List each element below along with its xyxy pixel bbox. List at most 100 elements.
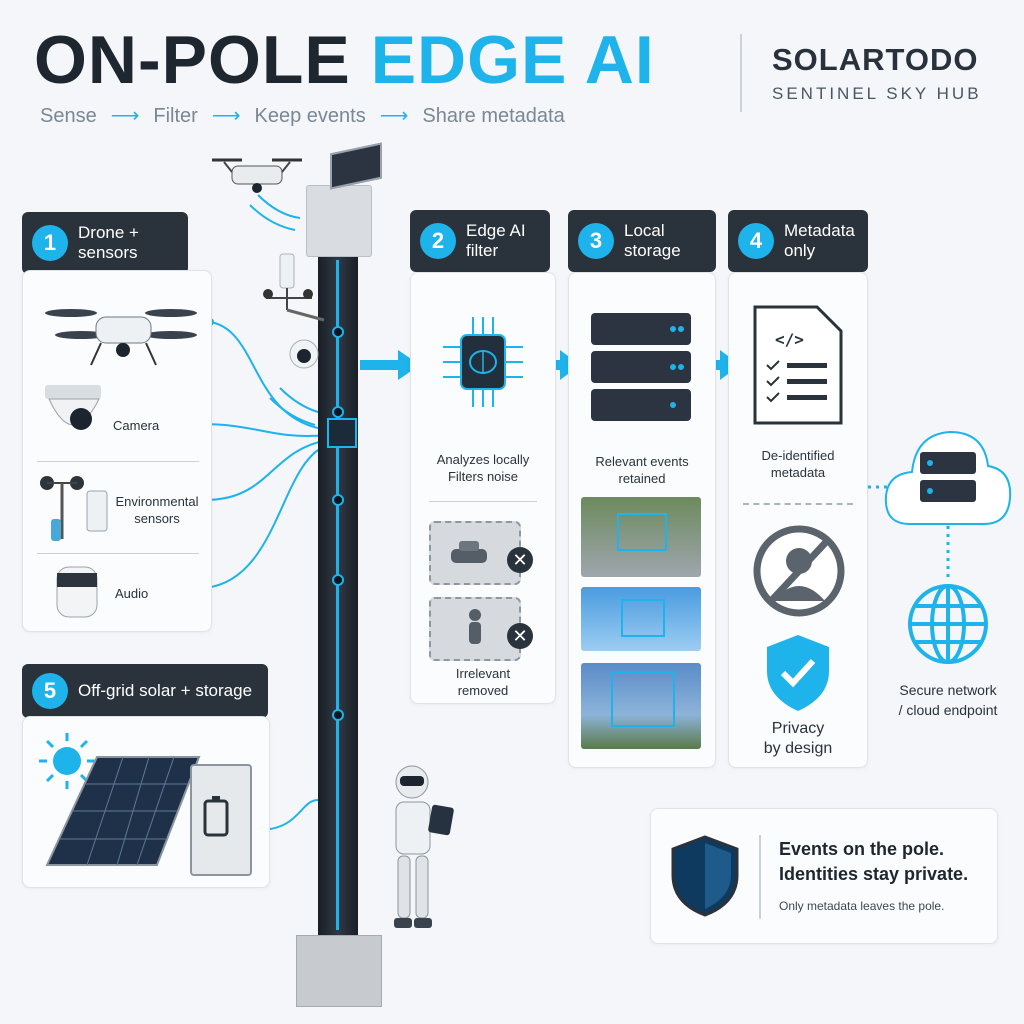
- sensor-label-environmental: Environmental sensors: [115, 494, 199, 526]
- summary-line2: Identities stay private.: [779, 864, 969, 884]
- drone-icon: [45, 309, 197, 366]
- person-icon: [469, 609, 481, 644]
- robot-with-tablet-icon: [394, 765, 454, 928]
- pole-hub-icon: [327, 418, 357, 448]
- globe-icon: [908, 584, 988, 664]
- pole-nodes: [332, 326, 344, 721]
- privacy-caption-line2: by design: [763, 740, 833, 757]
- summary-text: Events on the pole. Identities stay priv…: [779, 837, 968, 913]
- step1-title-line2: sensors: [78, 243, 138, 262]
- metadata-panel: </> De-identified metadata Privacy by de…: [728, 272, 868, 768]
- step2-title-line2: filter: [466, 241, 499, 260]
- storage-caption: Relevant events retained: [569, 453, 715, 487]
- header-divider: [740, 34, 742, 112]
- brand-tagline: SENTINEL SKY HUB: [772, 84, 982, 103]
- divider: [743, 503, 853, 505]
- detection-box: [617, 513, 667, 551]
- privacy-caption: Privacy by design: [729, 719, 867, 759]
- flow-step: Keep events: [254, 105, 366, 127]
- step5-title: Off-grid solar + storage: [78, 681, 253, 700]
- flow-arrow-icon: ⟶: [211, 105, 241, 127]
- step2-number: 2: [420, 223, 456, 259]
- divider: [37, 461, 199, 462]
- brand-name: SOLARTODO: [772, 42, 979, 77]
- battery-cabinet-icon: [190, 764, 252, 876]
- step3-tag: 3 Local storage: [568, 210, 716, 272]
- summary-line1: Events on the pole.: [779, 839, 945, 859]
- step3-title-line2: storage: [624, 241, 681, 260]
- step1-title-line1: Drone +: [78, 223, 139, 242]
- network-caption-line1: Secure network: [899, 682, 997, 698]
- removed-caption-line1: Irrelevant: [455, 666, 511, 681]
- remove-x-icon: ✕: [507, 623, 533, 649]
- step4-number: 4: [738, 223, 774, 259]
- flow-step: Filter: [153, 105, 198, 127]
- step1-tag: 1 Drone + sensors: [22, 212, 188, 274]
- environmental-sensor-icon: [40, 476, 108, 541]
- metadata-caption: De-identified metadata: [729, 447, 867, 481]
- flow-subtitle: Sense ⟶ Filter ⟶ Keep events ⟶ Share metadata: [40, 103, 565, 128]
- edge-caption-line2: Filters noise: [447, 469, 519, 484]
- detection-box: [611, 671, 675, 727]
- removed-caption: Irrelevant removed: [411, 665, 555, 699]
- summary-divider: [759, 835, 761, 919]
- step3-number: 3: [578, 223, 614, 259]
- retained-drone-event-thumbnail: [581, 587, 701, 651]
- step5-number: 5: [32, 673, 68, 709]
- solar-panel-section: [22, 716, 270, 888]
- pole-base: [296, 935, 382, 1007]
- step2-title-line1: Edge AI: [466, 221, 526, 240]
- flow-step: Sense: [40, 105, 97, 127]
- removed-caption-line2: removed: [457, 683, 509, 698]
- pole-sensor-head: [306, 185, 372, 257]
- privacy-caption-line1: Privacy: [771, 720, 825, 737]
- metadata-caption-line2: metadata: [770, 465, 826, 480]
- network-caption-line2: / cloud endpoint: [898, 702, 998, 718]
- storage-caption-line2: retained: [618, 471, 666, 486]
- security-shield-icon: [671, 835, 739, 917]
- page-title: ON-POLE EDGE AI: [34, 26, 655, 94]
- remove-x-icon: ✕: [507, 547, 533, 573]
- retained-car-event-thumbnail: [581, 497, 701, 577]
- step5-tag: 5 Off-grid solar + storage: [22, 664, 268, 718]
- sensor-label-audio: Audio: [115, 586, 149, 601]
- flow-arrow-icon: ⟶: [379, 105, 409, 127]
- flying-drone-icon: [212, 158, 302, 193]
- pole-weather-station-icon: [263, 253, 325, 369]
- pole-data-line: [336, 260, 339, 930]
- sun-icon: [39, 733, 95, 789]
- discarded-person-thumbnail: [429, 597, 521, 661]
- privacy-shield-icon: [767, 635, 829, 711]
- ai-chip-brain-icon: [443, 317, 523, 407]
- edge-caption-line1: Analyzes locally: [436, 452, 530, 467]
- flow-step: Share metadata: [422, 105, 565, 127]
- sensor-label-camera: Camera: [113, 418, 160, 433]
- audio-sensor-icon: [56, 566, 98, 618]
- local-storage-panel: Relevant events retained: [568, 272, 716, 768]
- step4-title-line2: only: [784, 241, 816, 260]
- metadata-caption-line1: De-identified: [761, 448, 835, 463]
- svg-text:</>: </>: [775, 330, 804, 349]
- flow-arrow-icon: ⟶: [110, 105, 140, 127]
- title-part2: EDGE AI: [370, 22, 655, 98]
- step1-number: 1: [32, 225, 68, 261]
- network-caption: Secure network / cloud endpoint: [880, 680, 1016, 720]
- car-icon: [451, 541, 487, 563]
- divider: [37, 553, 199, 554]
- detection-box: [621, 599, 665, 637]
- no-identity-icon: [753, 525, 845, 617]
- summary-subtext: Only metadata leaves the pole.: [779, 899, 945, 913]
- storage-caption-line1: Relevant events: [595, 454, 689, 469]
- retained-smoke-event-thumbnail: [581, 663, 701, 749]
- camera-icon: [45, 385, 101, 430]
- step4-title-line1: Metadata: [784, 221, 855, 240]
- sensors-panel: Camera Environmental sensors Audio: [22, 270, 212, 632]
- cloud-server-icon: [884, 430, 1012, 525]
- summary-card: Events on the pole. Identities stay priv…: [650, 808, 998, 944]
- solar-array-icon: [45, 756, 201, 866]
- server-stack-icon: [591, 313, 691, 421]
- step2-tag: 2 Edge AI filter: [410, 210, 550, 272]
- edge-ai-panel: Analyzes locally Filters noise ✕ ✕ Irrel…: [410, 272, 556, 704]
- step3-title-line1: Local: [624, 221, 665, 240]
